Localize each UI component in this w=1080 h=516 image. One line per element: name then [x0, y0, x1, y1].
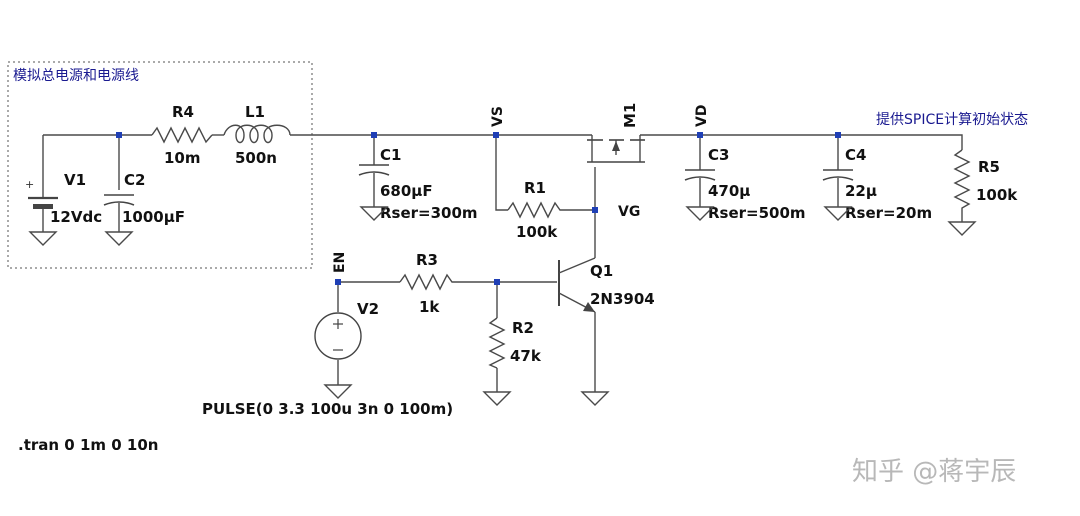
watermark: 知乎 @蒋宇辰: [852, 457, 1016, 487]
r1-resistor: [507, 201, 564, 219]
junction-dots: [116, 132, 841, 285]
r3-resistor: [399, 273, 456, 291]
v1-name: V1: [64, 171, 86, 189]
v1-value: 12Vdc: [50, 208, 102, 226]
l1-value: 500n: [235, 149, 277, 167]
c3-rser: Rser=500m: [708, 204, 806, 222]
r2-name: R2: [512, 319, 534, 337]
c1-name: C1: [380, 146, 401, 164]
c1-value: 680µF: [380, 182, 433, 200]
c4-capacitor: [822, 169, 854, 207]
m1-name: M1: [621, 103, 639, 128]
init-note: 提供SPICE计算初始状态: [876, 111, 1028, 128]
net-label-vs: VS: [490, 106, 506, 127]
net-label-vd: VD: [694, 105, 710, 127]
net-label-en: EN: [332, 252, 348, 273]
v2-voltage-source: [314, 312, 362, 360]
pulse-definition: PULSE(0 3.3 100u 3n 0 100m): [202, 400, 453, 418]
top-rail-wires: [42, 134, 963, 211]
l1-name: L1: [245, 103, 265, 121]
tran-command: .tran 0 1m 0 10n: [18, 436, 158, 454]
c1-capacitor: [358, 164, 390, 207]
c2-value: 1000µF: [122, 208, 185, 226]
c1-rser: Rser=300m: [380, 204, 478, 222]
lower-wires: [337, 210, 596, 392]
r4-value: 10m: [164, 149, 201, 167]
r1-value: 100k: [516, 223, 558, 241]
power-supply-box: [7, 61, 313, 269]
c3-name: C3: [708, 146, 729, 164]
c3-capacitor: [684, 169, 716, 207]
svg-text:+: +: [25, 178, 34, 191]
q1-name: Q1: [590, 262, 613, 280]
q1-value: 2N3904: [590, 290, 655, 308]
r2-resistor: [488, 317, 506, 369]
c4-rser: Rser=20m: [845, 204, 932, 222]
m1-mosfet: [587, 135, 645, 210]
c2-capacitor: [103, 194, 135, 232]
r5-resistor: [953, 149, 971, 222]
l1-inductor: [223, 124, 291, 144]
ground-symbols: [28, 206, 977, 406]
box-title: 模拟总电源和电源线: [13, 68, 139, 84]
r3-value: 1k: [419, 298, 440, 316]
r3-name: R3: [416, 251, 438, 269]
r1-name: R1: [524, 179, 546, 197]
c4-name: C4: [845, 146, 866, 164]
r5-value: 100k: [976, 186, 1018, 204]
v2-name: V2: [357, 300, 379, 318]
v1-battery: +: [25, 175, 58, 232]
c2-name: C2: [124, 171, 145, 189]
r5-name: R5: [978, 158, 1000, 176]
c3-value: 470µ: [708, 182, 750, 200]
q1-transistor: [558, 257, 596, 313]
r4-name: R4: [172, 103, 194, 121]
c4-value: 22µ: [845, 182, 877, 200]
r2-value: 47k: [510, 347, 542, 365]
r4-resistor: [151, 126, 213, 144]
init-note-text: 提供SPICE计算初始状态: [876, 111, 1028, 128]
net-label-vg: VG: [618, 204, 640, 220]
